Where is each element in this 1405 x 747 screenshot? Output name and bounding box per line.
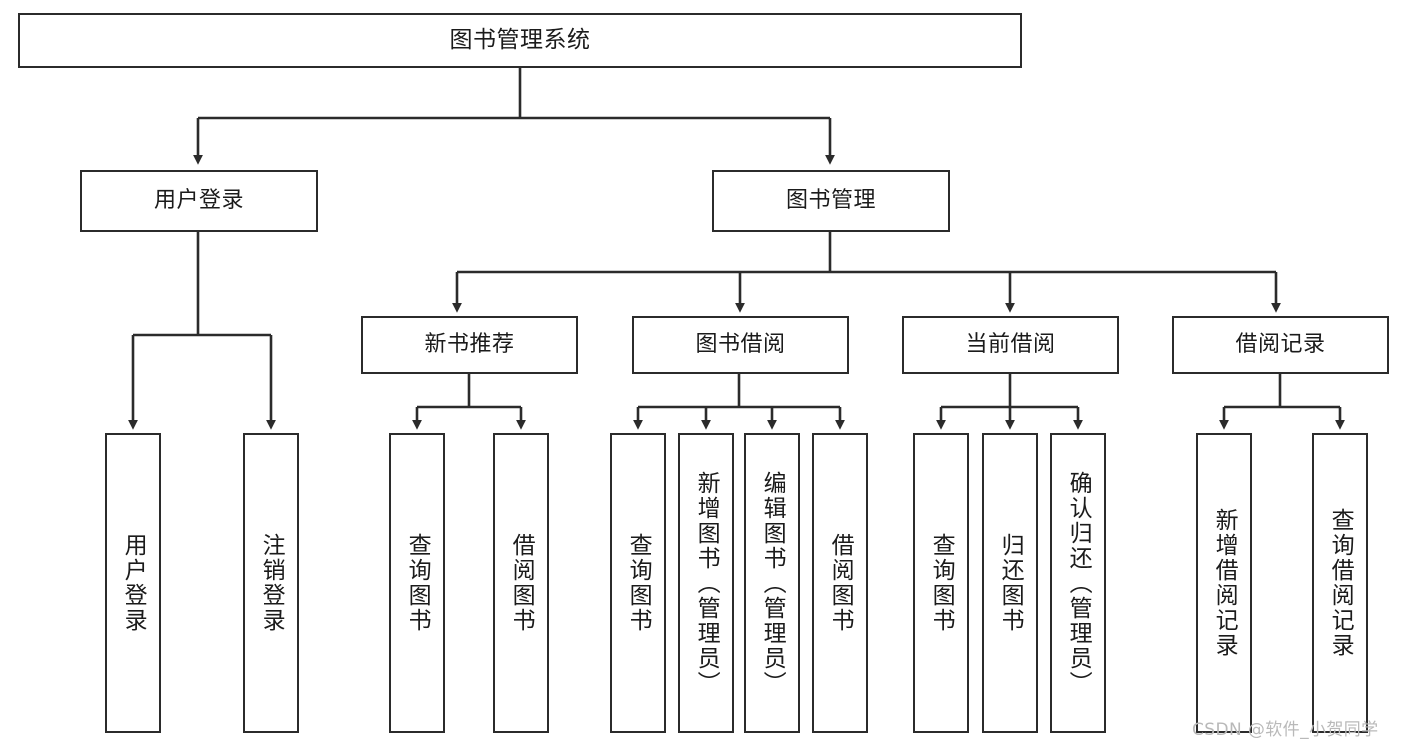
node-label: 新增图书（管理员） — [693, 470, 720, 696]
node-leaf-query-book-recommend[interactable]: 查询图书 — [389, 433, 445, 733]
node-label: 归还图书 — [997, 533, 1024, 633]
node-label: 借阅图书 — [508, 533, 535, 633]
node-label: 查询借阅记录 — [1327, 508, 1354, 658]
node-label: 图书管理 — [785, 187, 876, 213]
node-label: 借阅图书 — [827, 533, 854, 633]
node-borrow-record[interactable]: 借阅记录 — [1172, 316, 1389, 374]
csdn-watermark: CSDN @软件_小贺同学 — [1192, 720, 1379, 740]
node-leaf-add-book-admin[interactable]: 新增图书（管理员） — [678, 433, 734, 733]
node-book-borrow[interactable]: 图书借阅 — [632, 316, 849, 374]
node-label: 当前借阅 — [965, 331, 1056, 357]
node-current-borrow[interactable]: 当前借阅 — [902, 316, 1119, 374]
node-user-login[interactable]: 用户登录 — [80, 170, 318, 232]
node-label: 图书管理系统 — [449, 26, 591, 53]
node-label: 确认归还（管理员） — [1065, 470, 1092, 696]
node-label: 新增借阅记录 — [1211, 508, 1238, 658]
node-leaf-return-book[interactable]: 归还图书 — [982, 433, 1038, 733]
node-book-management[interactable]: 图书管理 — [712, 170, 950, 232]
node-leaf-edit-book-admin[interactable]: 编辑图书（管理员） — [744, 433, 800, 733]
node-leaf-borrow-book[interactable]: 借阅图书 — [812, 433, 868, 733]
node-label: 新书推荐 — [424, 331, 515, 357]
node-leaf-query-borrow-record[interactable]: 查询借阅记录 — [1312, 433, 1368, 733]
node-label: 查询图书 — [928, 533, 955, 633]
node-label: 用户登录 — [153, 187, 244, 213]
node-label: 注销登录 — [258, 533, 285, 633]
node-leaf-add-borrow-record[interactable]: 新增借阅记录 — [1196, 433, 1252, 733]
node-new-book-recommend[interactable]: 新书推荐 — [361, 316, 578, 374]
node-leaf-borrow-book-recommend[interactable]: 借阅图书 — [493, 433, 549, 733]
node-label: 用户登录 — [120, 533, 147, 633]
node-label: 查询图书 — [625, 533, 652, 633]
node-leaf-user-login[interactable]: 用户登录 — [105, 433, 161, 733]
node-label: 图书借阅 — [695, 331, 786, 357]
node-label: 查询图书 — [404, 533, 431, 633]
node-label: 编辑图书（管理员） — [759, 470, 786, 696]
node-leaf-query-book[interactable]: 查询图书 — [610, 433, 666, 733]
node-leaf-logout[interactable]: 注销登录 — [243, 433, 299, 733]
node-label: 借阅记录 — [1235, 331, 1326, 357]
node-root-system[interactable]: 图书管理系统 — [18, 13, 1022, 68]
node-leaf-confirm-return-admin[interactable]: 确认归还（管理员） — [1050, 433, 1106, 733]
node-leaf-query-book-current[interactable]: 查询图书 — [913, 433, 969, 733]
